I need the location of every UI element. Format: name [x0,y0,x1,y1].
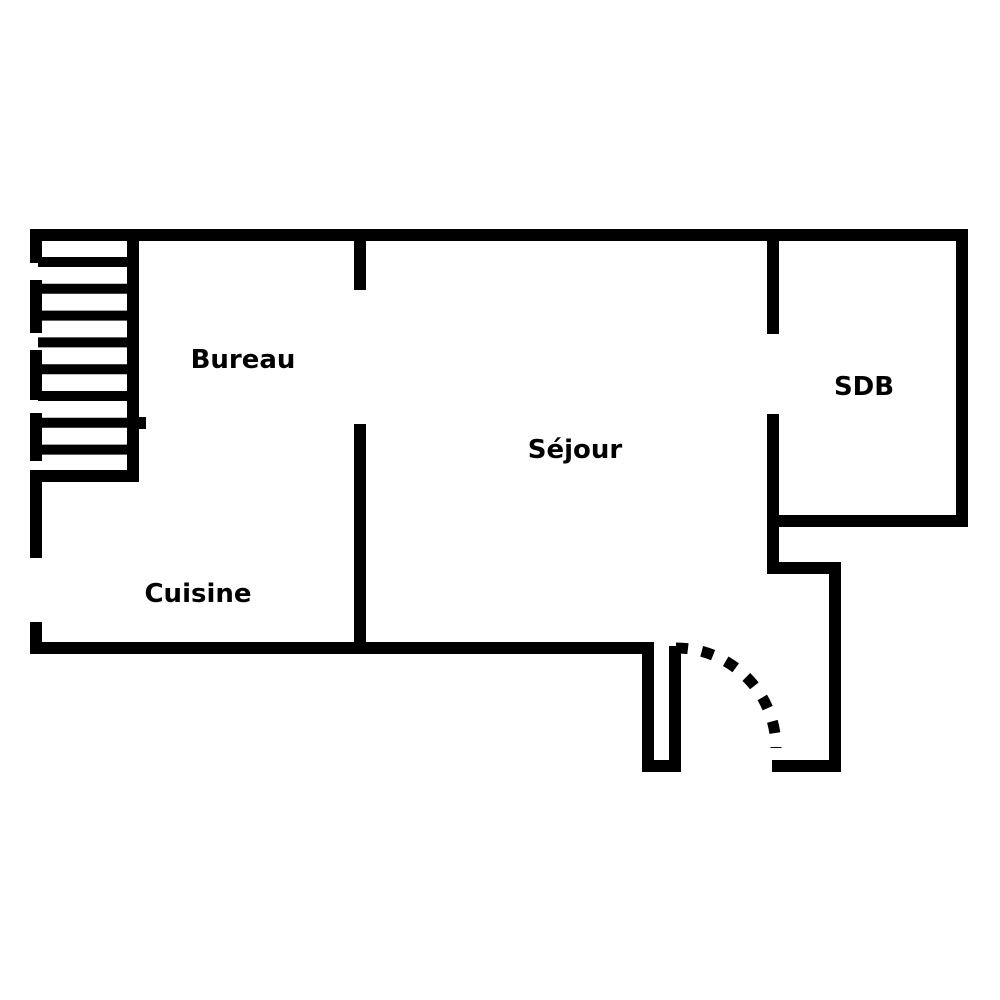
stair-wall-segment [30,280,42,318]
door-swing-arc [675,642,782,749]
room-label-cuisine: Cuisine [144,579,252,609]
stair-wall-segment [30,315,42,333]
room-label-sdb: SDB [833,372,895,402]
room-label-bureau: Bureau [190,345,296,375]
stair-wall-segment [30,485,42,495]
room-label-sejour: Séjour [527,435,623,465]
stair-wall-segment [30,235,42,263]
stair-wall-segment [30,445,42,461]
stair-wall-segment [30,413,42,455]
stair-wall-segment [30,350,42,400]
